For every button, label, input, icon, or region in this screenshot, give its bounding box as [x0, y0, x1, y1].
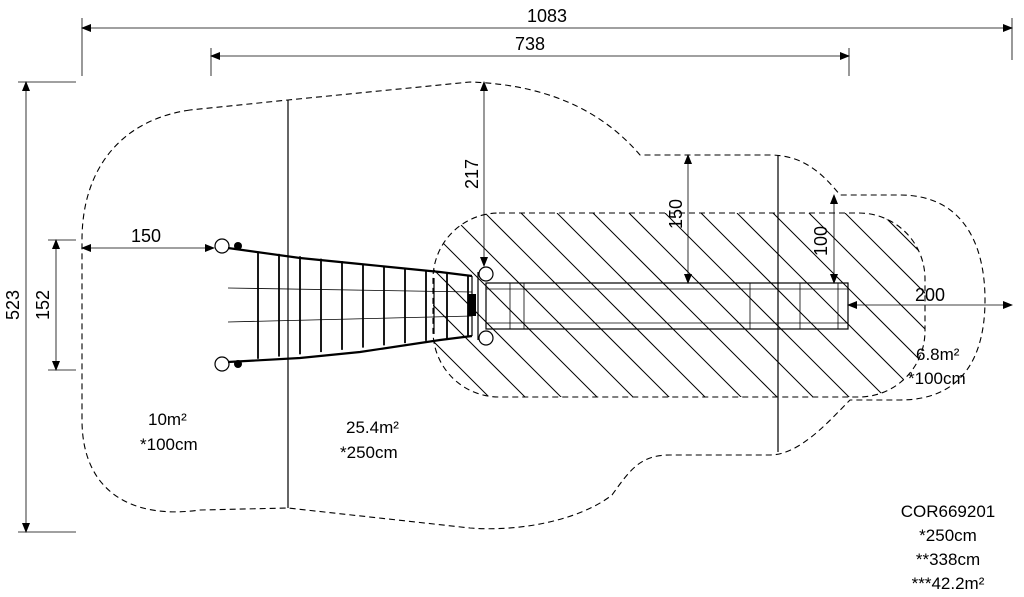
product-free-height: *250cm — [919, 526, 977, 545]
overall-length-label: 1083 — [527, 6, 567, 26]
beam-clearance-label: 100 — [811, 226, 831, 256]
zone-middle-area: 25.4m² — [346, 418, 399, 437]
zone-right-height: *100cm — [908, 369, 966, 388]
outer-safety-zone-outline — [81, 81, 986, 530]
overall-width-label: 523 — [3, 290, 23, 320]
product-total-area: ***42.2m² — [912, 574, 985, 593]
dimension-lines — [18, 18, 1013, 533]
deck-clearance-label: 150 — [666, 199, 686, 229]
end-clearance-label: 200 — [915, 285, 945, 305]
product-total-height: **338cm — [916, 550, 980, 569]
zone-left-area: 10m² — [148, 410, 187, 429]
product-code: COR669201 — [901, 502, 996, 521]
top-clearance-label: 217 — [462, 159, 482, 189]
zone-left-height: *100cm — [140, 435, 198, 454]
hatched-impact-zone — [432, 212, 926, 398]
left-clearance-label: 150 — [131, 226, 161, 246]
beam-walkway — [477, 266, 849, 346]
zone-right-area: 6.8m² — [916, 345, 960, 364]
equipment-width-label: 152 — [33, 290, 53, 320]
equipment-length-label: 738 — [515, 34, 545, 54]
climbing-net — [214, 238, 479, 372]
zone-middle-height: *250cm — [340, 443, 398, 462]
